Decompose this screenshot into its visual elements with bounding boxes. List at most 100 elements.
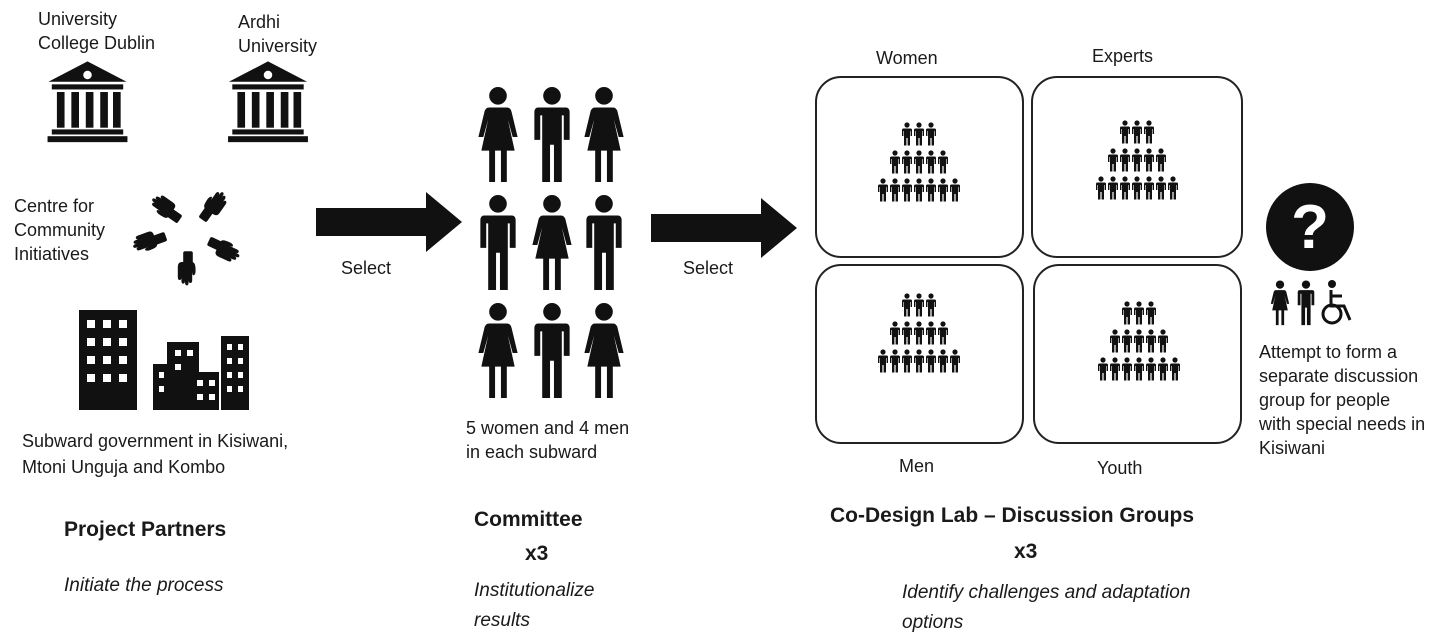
person-icon [890,178,900,202]
person-icon [950,349,960,373]
question-mark-icon: ? [1265,182,1355,272]
codesign-title: Co-Design Lab – Discussion Groups [830,504,1195,527]
man-icon [586,194,622,291]
ardhi-label: Ardhi University [238,12,318,56]
committee-title: Committee [474,508,583,531]
group-label-men: Men [899,456,935,476]
person-icon [1110,357,1120,381]
university-building-icon [40,58,135,143]
person-icon [1156,176,1166,200]
group-box-women [815,76,1024,258]
city-buildings-icon [75,306,255,410]
person-icon [1132,148,1142,172]
group-label-women: Women [876,48,938,68]
person-icon [1098,357,1108,381]
person-icon [914,150,924,174]
subward-label: Subward government in Kisiwani, Mtoni Un… [22,431,289,477]
person-icon [926,122,936,146]
group-box-men [815,264,1024,444]
person-icon [878,178,888,202]
person-icon [1168,176,1178,200]
person-icon [938,321,948,345]
special-needs-people [1268,278,1360,328]
group-box-experts [1031,76,1243,258]
person-icon [1158,329,1168,353]
person-icon [914,293,924,317]
committee-multiplier: x3 [525,542,549,565]
person-icon [890,150,900,174]
man-icon [534,86,570,183]
committee-people-grid [474,86,630,402]
person-icon [1158,357,1168,381]
man-icon [480,194,516,291]
person-icon [890,349,900,373]
person-icon [914,349,924,373]
group-label-youth: Youth [1097,458,1143,478]
person-icon [902,122,912,146]
woman-icon [584,302,624,399]
person-icon [902,293,912,317]
woman-icon [1270,280,1290,326]
person-icon [914,178,924,202]
person-icon [1096,176,1106,200]
person-icon [1146,357,1156,381]
crowd-pyramid-icon [878,293,960,373]
person-icon [950,178,960,202]
person-icon [890,321,900,345]
special-needs-label: Attempt to form a separate discussion gr… [1259,342,1426,458]
person-icon [938,349,948,373]
person-icon [1122,301,1132,325]
man-icon [534,302,570,399]
person-icon [938,150,948,174]
person-icon [914,321,924,345]
person-icon [1134,357,1144,381]
person-icon [1170,357,1180,381]
person-icon [926,150,936,174]
person-icon [1120,176,1130,200]
person-icon [902,178,912,202]
group-label-experts: Experts [1092,46,1154,66]
person-icon [926,293,936,317]
person-icon [938,178,948,202]
cci-label: Centre for Community Initiatives [14,196,106,264]
person-icon [1120,148,1130,172]
person-icon [1156,148,1166,172]
select-label: Select [683,258,734,278]
person-icon [1144,148,1154,172]
person-icon [926,321,936,345]
committee-composition: 5 women and 4 men in each subward [466,418,630,462]
arrow-right-icon [651,198,797,258]
person-icon [902,321,912,345]
person-icon [902,150,912,174]
person-icon [1134,329,1144,353]
person-icon [1120,120,1130,144]
person-icon [1108,176,1118,200]
person-icon [1144,120,1154,144]
person-icon [1132,176,1142,200]
codesign-subtitle: Identify challenges and adaptation optio… [902,582,1191,633]
person-icon [1146,301,1156,325]
group-box-youth [1033,264,1242,444]
crowd-pyramid-icon [1096,120,1178,200]
person-icon [1132,120,1142,144]
woman-icon [584,86,624,183]
crowd-pyramid-icon [878,122,960,202]
person-icon [1122,329,1132,353]
person-icon [902,349,912,373]
woman-icon [478,86,518,183]
partners-subtitle: Initiate the process [64,575,224,596]
woman-icon [478,302,518,399]
question-glyph: ? [1291,193,1329,262]
codesign-multiplier: x3 [1014,540,1038,563]
partners-title: Project Partners [64,518,227,541]
select-label: Select [341,258,392,278]
woman-icon [532,194,572,291]
wheelchair-icon [1321,280,1352,325]
committee-subtitle: Institutionalize results [474,580,595,631]
person-icon [1146,329,1156,353]
person-icon [914,122,924,146]
person-icon [1122,357,1132,381]
man-icon [1297,280,1315,326]
hands-circle-icon [128,180,248,292]
university-building-icon [222,58,314,143]
